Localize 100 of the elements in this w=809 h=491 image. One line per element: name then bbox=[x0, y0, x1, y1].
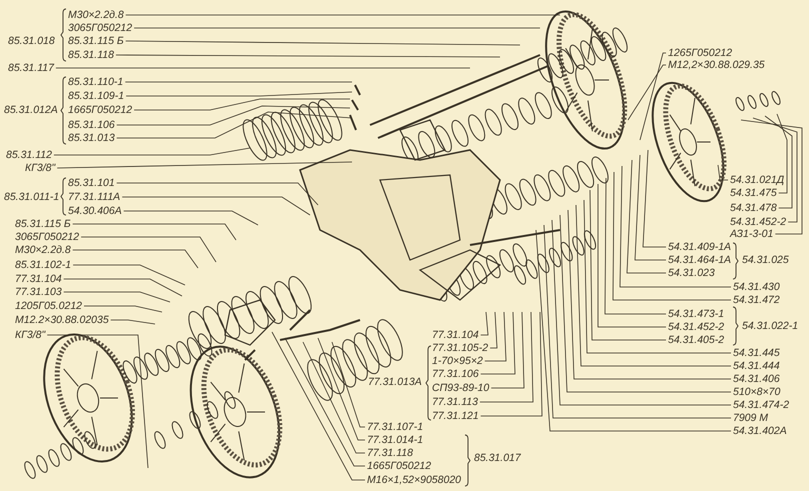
part-number: 85.31.115 Б bbox=[68, 35, 124, 47]
leader-line bbox=[626, 160, 666, 274]
leader-line bbox=[640, 52, 666, 140]
assembly-number: 77.31.013А bbox=[368, 376, 422, 388]
part-number: М16×1,52×9058020 bbox=[367, 474, 462, 486]
part-number: 54.31.021Д bbox=[730, 174, 784, 186]
part-number: 54.30.406А bbox=[68, 205, 122, 217]
part-number: 1665Г050212 bbox=[367, 460, 432, 472]
leader-line bbox=[718, 164, 728, 180]
leader-line bbox=[764, 116, 792, 208]
leader-line bbox=[484, 312, 506, 362]
part-number: 54.31.405-2 bbox=[668, 334, 724, 346]
leader-line bbox=[72, 264, 186, 286]
part-number: 54.31.402А bbox=[733, 425, 787, 437]
part-number: 1205Г05.0212 bbox=[15, 300, 82, 312]
part-number: 77.31.014-1 bbox=[367, 434, 424, 446]
part-number: 54.31.472 bbox=[733, 294, 780, 306]
leader-line bbox=[134, 98, 350, 110]
leader-line bbox=[480, 312, 534, 402]
part-number: 54.31.452-2 bbox=[668, 321, 724, 333]
assembly-number: 85.31.011-1 bbox=[4, 191, 60, 203]
leader-line bbox=[63, 292, 170, 302]
leader-line bbox=[302, 342, 366, 454]
leader-line bbox=[318, 338, 366, 440]
part-number: 7909 М bbox=[733, 412, 768, 424]
part-number: 1265Г050212 bbox=[668, 47, 732, 59]
leader-line bbox=[72, 224, 236, 240]
part-number: 54.31.023 bbox=[668, 267, 715, 279]
leader-line bbox=[628, 64, 666, 120]
leader-line bbox=[490, 312, 498, 348]
part-number: 77.31.105-2 bbox=[432, 342, 488, 354]
leader-line bbox=[284, 338, 366, 466]
part-number: 54.31.475 bbox=[730, 187, 777, 199]
part-number: 3065Г050212 bbox=[15, 231, 80, 243]
leader-line bbox=[480, 312, 542, 416]
leader-line bbox=[126, 92, 352, 96]
leader-line bbox=[642, 150, 666, 248]
assembly-number: 85.31.012А bbox=[4, 104, 58, 116]
part-number: 85.31.110-1 bbox=[68, 76, 124, 88]
leader-line bbox=[122, 196, 310, 216]
part-number: 77.31.104 bbox=[432, 329, 479, 341]
leader-line bbox=[54, 148, 250, 156]
part-number: КГ3/8" bbox=[25, 162, 56, 174]
part-number: 85.31.013 bbox=[68, 132, 115, 144]
assembly-number: 85.31.017 bbox=[474, 452, 521, 464]
part-number: М12.2×30.88.02035 bbox=[15, 314, 109, 326]
part-number: 54.31.452-2 bbox=[730, 216, 786, 228]
part-number: 54.31.444 bbox=[733, 360, 780, 372]
part-number: АЗ1-3-01 bbox=[730, 228, 774, 240]
part-number: 85.31.112 bbox=[6, 149, 52, 161]
leader-line bbox=[776, 114, 788, 194]
part-number: 77.31.113 bbox=[432, 396, 478, 408]
leader-line bbox=[72, 250, 198, 268]
assembly-number: 54.31.022-1 bbox=[742, 320, 798, 332]
part-number: 77.31.106 bbox=[432, 368, 479, 380]
part-number: 85.31.115 Б bbox=[15, 218, 71, 230]
leader-line bbox=[46, 334, 148, 468]
leader-line bbox=[116, 106, 350, 126]
part-number: 510×8×70 bbox=[733, 386, 780, 398]
leader-line bbox=[125, 14, 560, 16]
leader-line bbox=[490, 312, 524, 388]
part-number: 54.31.478 bbox=[730, 202, 777, 214]
part-number: 54.31.445 bbox=[733, 347, 780, 359]
part-number: 54.31.474-2 bbox=[733, 399, 790, 411]
leader-line bbox=[740, 120, 802, 234]
leader-line bbox=[604, 178, 666, 314]
part-number: 54.31.464-1А bbox=[668, 254, 732, 266]
leader-line bbox=[84, 306, 162, 312]
leader-line bbox=[480, 312, 516, 374]
part-number: М30×2.2д.8 bbox=[15, 244, 71, 256]
leader-line bbox=[125, 40, 520, 46]
leader-line bbox=[80, 236, 216, 262]
part-number: 85.31.101 bbox=[68, 177, 115, 189]
leader-line bbox=[584, 200, 732, 354]
leader-line bbox=[332, 342, 366, 428]
part-number: М12,2×30.88.029.35 bbox=[668, 59, 765, 71]
part-number: 85.31.118 bbox=[68, 49, 114, 61]
leader-line bbox=[598, 184, 666, 328]
leader-line bbox=[634, 154, 666, 260]
assembly-number: 54.31.025 bbox=[742, 254, 789, 266]
part-number: СП93-89-10 bbox=[432, 382, 490, 394]
part-number: 85.31.109-1 bbox=[68, 90, 124, 102]
leader-line bbox=[272, 332, 366, 480]
leader-line bbox=[620, 166, 732, 288]
part-number: 85.31.106 bbox=[68, 119, 115, 131]
part-number: 77.31.118 bbox=[367, 447, 413, 459]
leader-line bbox=[56, 162, 352, 168]
assembly-number: 85.31.018 bbox=[8, 35, 55, 47]
part-number: 77.31.103 bbox=[15, 286, 62, 298]
part-number: 54.31.430 bbox=[733, 281, 780, 293]
part-number: КГ3/8" bbox=[15, 329, 46, 341]
leader-line bbox=[116, 182, 318, 206]
leader-line bbox=[480, 312, 488, 336]
leader-line bbox=[752, 118, 798, 222]
part-number: 77.31.104 bbox=[15, 273, 62, 285]
part-number: 54.31.473-1 bbox=[668, 308, 724, 320]
leader-line bbox=[110, 320, 156, 324]
part-number: 3065Г050212 bbox=[68, 22, 132, 34]
leader-line bbox=[590, 190, 666, 340]
part-number: 85.31.117 bbox=[8, 62, 54, 74]
